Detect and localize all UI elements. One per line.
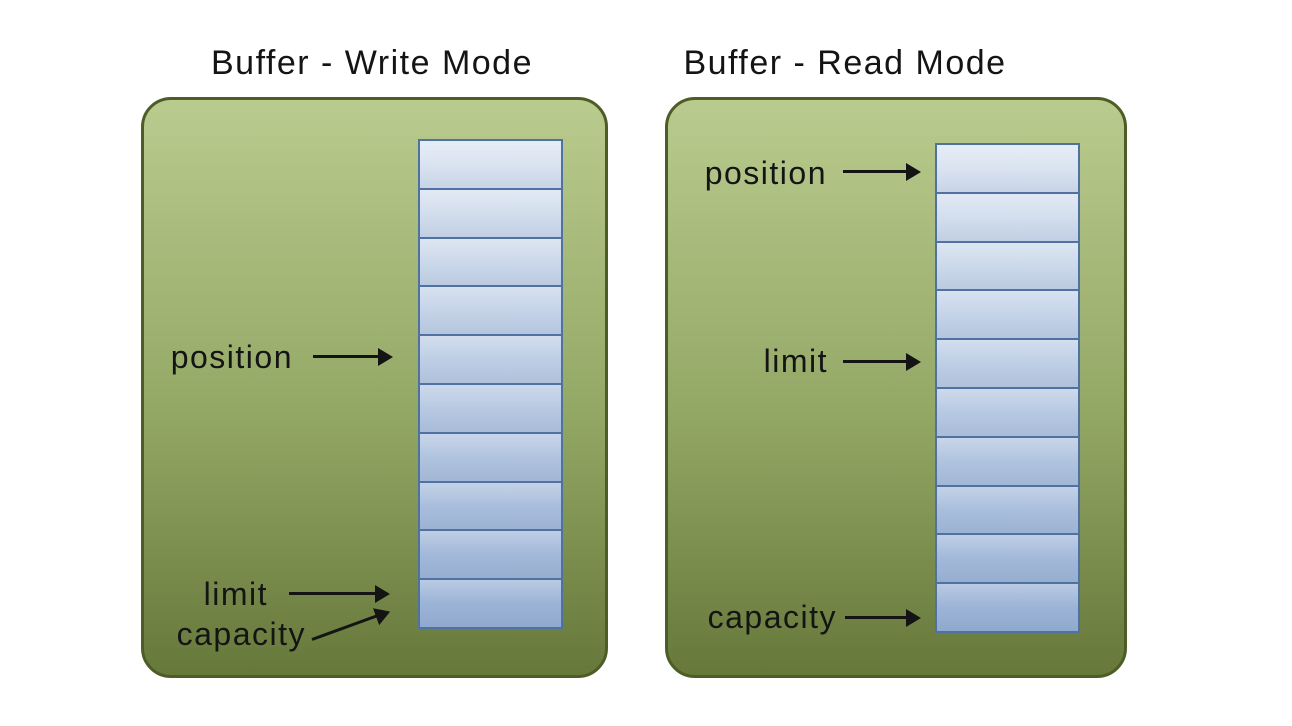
read-mode-buffer-column — [935, 143, 1080, 633]
read-capacity-arrow-icon — [845, 616, 907, 619]
read-capacity-label: capacity — [707, 599, 837, 635]
buffer-cell — [937, 386, 1078, 436]
write-limit-label: limit — [203, 576, 268, 612]
read-mode-title: Buffer - Read Mode — [683, 44, 1007, 82]
buffer-cell — [937, 191, 1078, 241]
buffer-cell — [937, 435, 1078, 485]
buffer-cell — [420, 480, 561, 530]
write-mode-buffer-column — [418, 139, 563, 629]
buffer-cell — [420, 431, 561, 481]
buffer-cell — [937, 145, 1078, 192]
buffer-cell — [420, 285, 561, 335]
buffer-cell — [420, 578, 561, 627]
write-position-arrow-icon — [313, 355, 379, 358]
buffer-cell — [420, 141, 561, 188]
read-limit-arrow-icon — [843, 360, 907, 363]
buffer-cell — [937, 240, 1078, 290]
read-limit-label: limit — [763, 343, 828, 379]
buffer-cell — [937, 533, 1078, 583]
buffer-cell — [937, 338, 1078, 387]
write-limit-arrow-icon — [289, 592, 376, 595]
buffer-cell — [420, 529, 561, 579]
buffer-cell — [937, 484, 1078, 534]
buffer-cell — [420, 187, 561, 237]
read-position-arrow-icon — [843, 170, 907, 173]
buffer-cell — [420, 334, 561, 383]
read-position-label: position — [704, 155, 827, 191]
write-mode-title: Buffer - Write Mode — [210, 44, 533, 82]
buffer-cell — [937, 582, 1078, 631]
write-capacity-label: capacity — [176, 616, 306, 652]
buffer-cell — [420, 236, 561, 286]
buffer-cell — [937, 289, 1078, 339]
buffer-cell — [420, 382, 561, 432]
write-position-label: position — [170, 339, 293, 375]
